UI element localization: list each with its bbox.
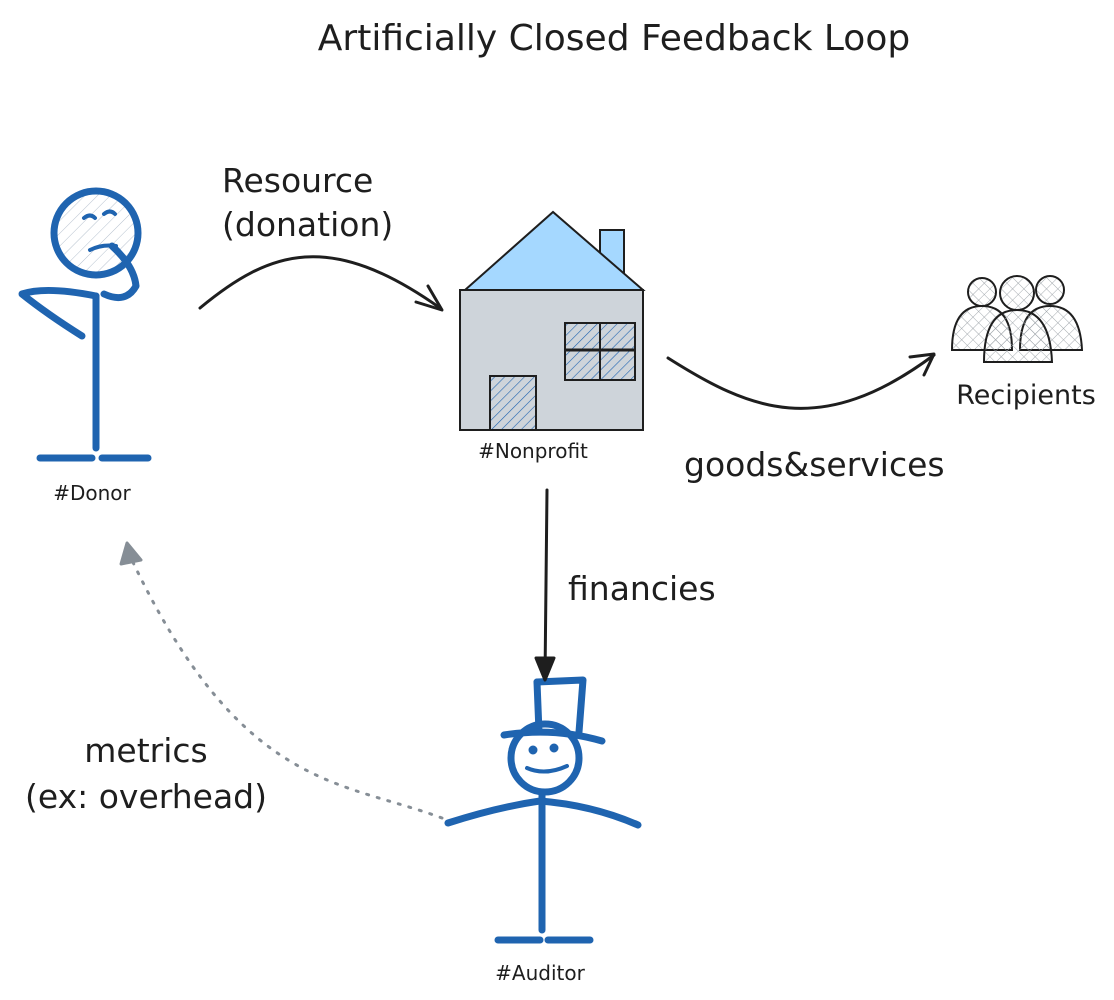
financies-label: financies [568,569,716,608]
goods-label: goods&services [684,445,945,484]
recipients-label: Recipients [956,380,1096,411]
resource-label-line2: (donation) [222,205,393,244]
donor-figure [18,187,152,462]
metrics-arrow [119,541,444,820]
donor-label: #Donor [53,481,131,505]
stick-figure-top-hat-icon [444,676,642,944]
metrics-label-line2: (ex: overhead) [25,777,267,816]
auditor-figure [444,676,642,944]
metrics-label-line1: metrics [84,731,207,770]
stick-figure-thinking-icon [18,187,152,462]
nonprofit-house [459,210,646,431]
goods-arrow [666,352,936,410]
resource-arrow [198,255,444,312]
people-group-icon [950,275,1084,363]
financies-arrow [534,488,556,682]
house-icon [459,210,646,431]
nonprofit-label: #Nonprofit [478,439,588,463]
resource-label-line1: Resource [222,161,373,200]
recipients-group [950,275,1084,363]
diagram-title: Artificially Closed Feedback Loop [318,18,910,59]
auditor-label: #Auditor [495,961,585,985]
